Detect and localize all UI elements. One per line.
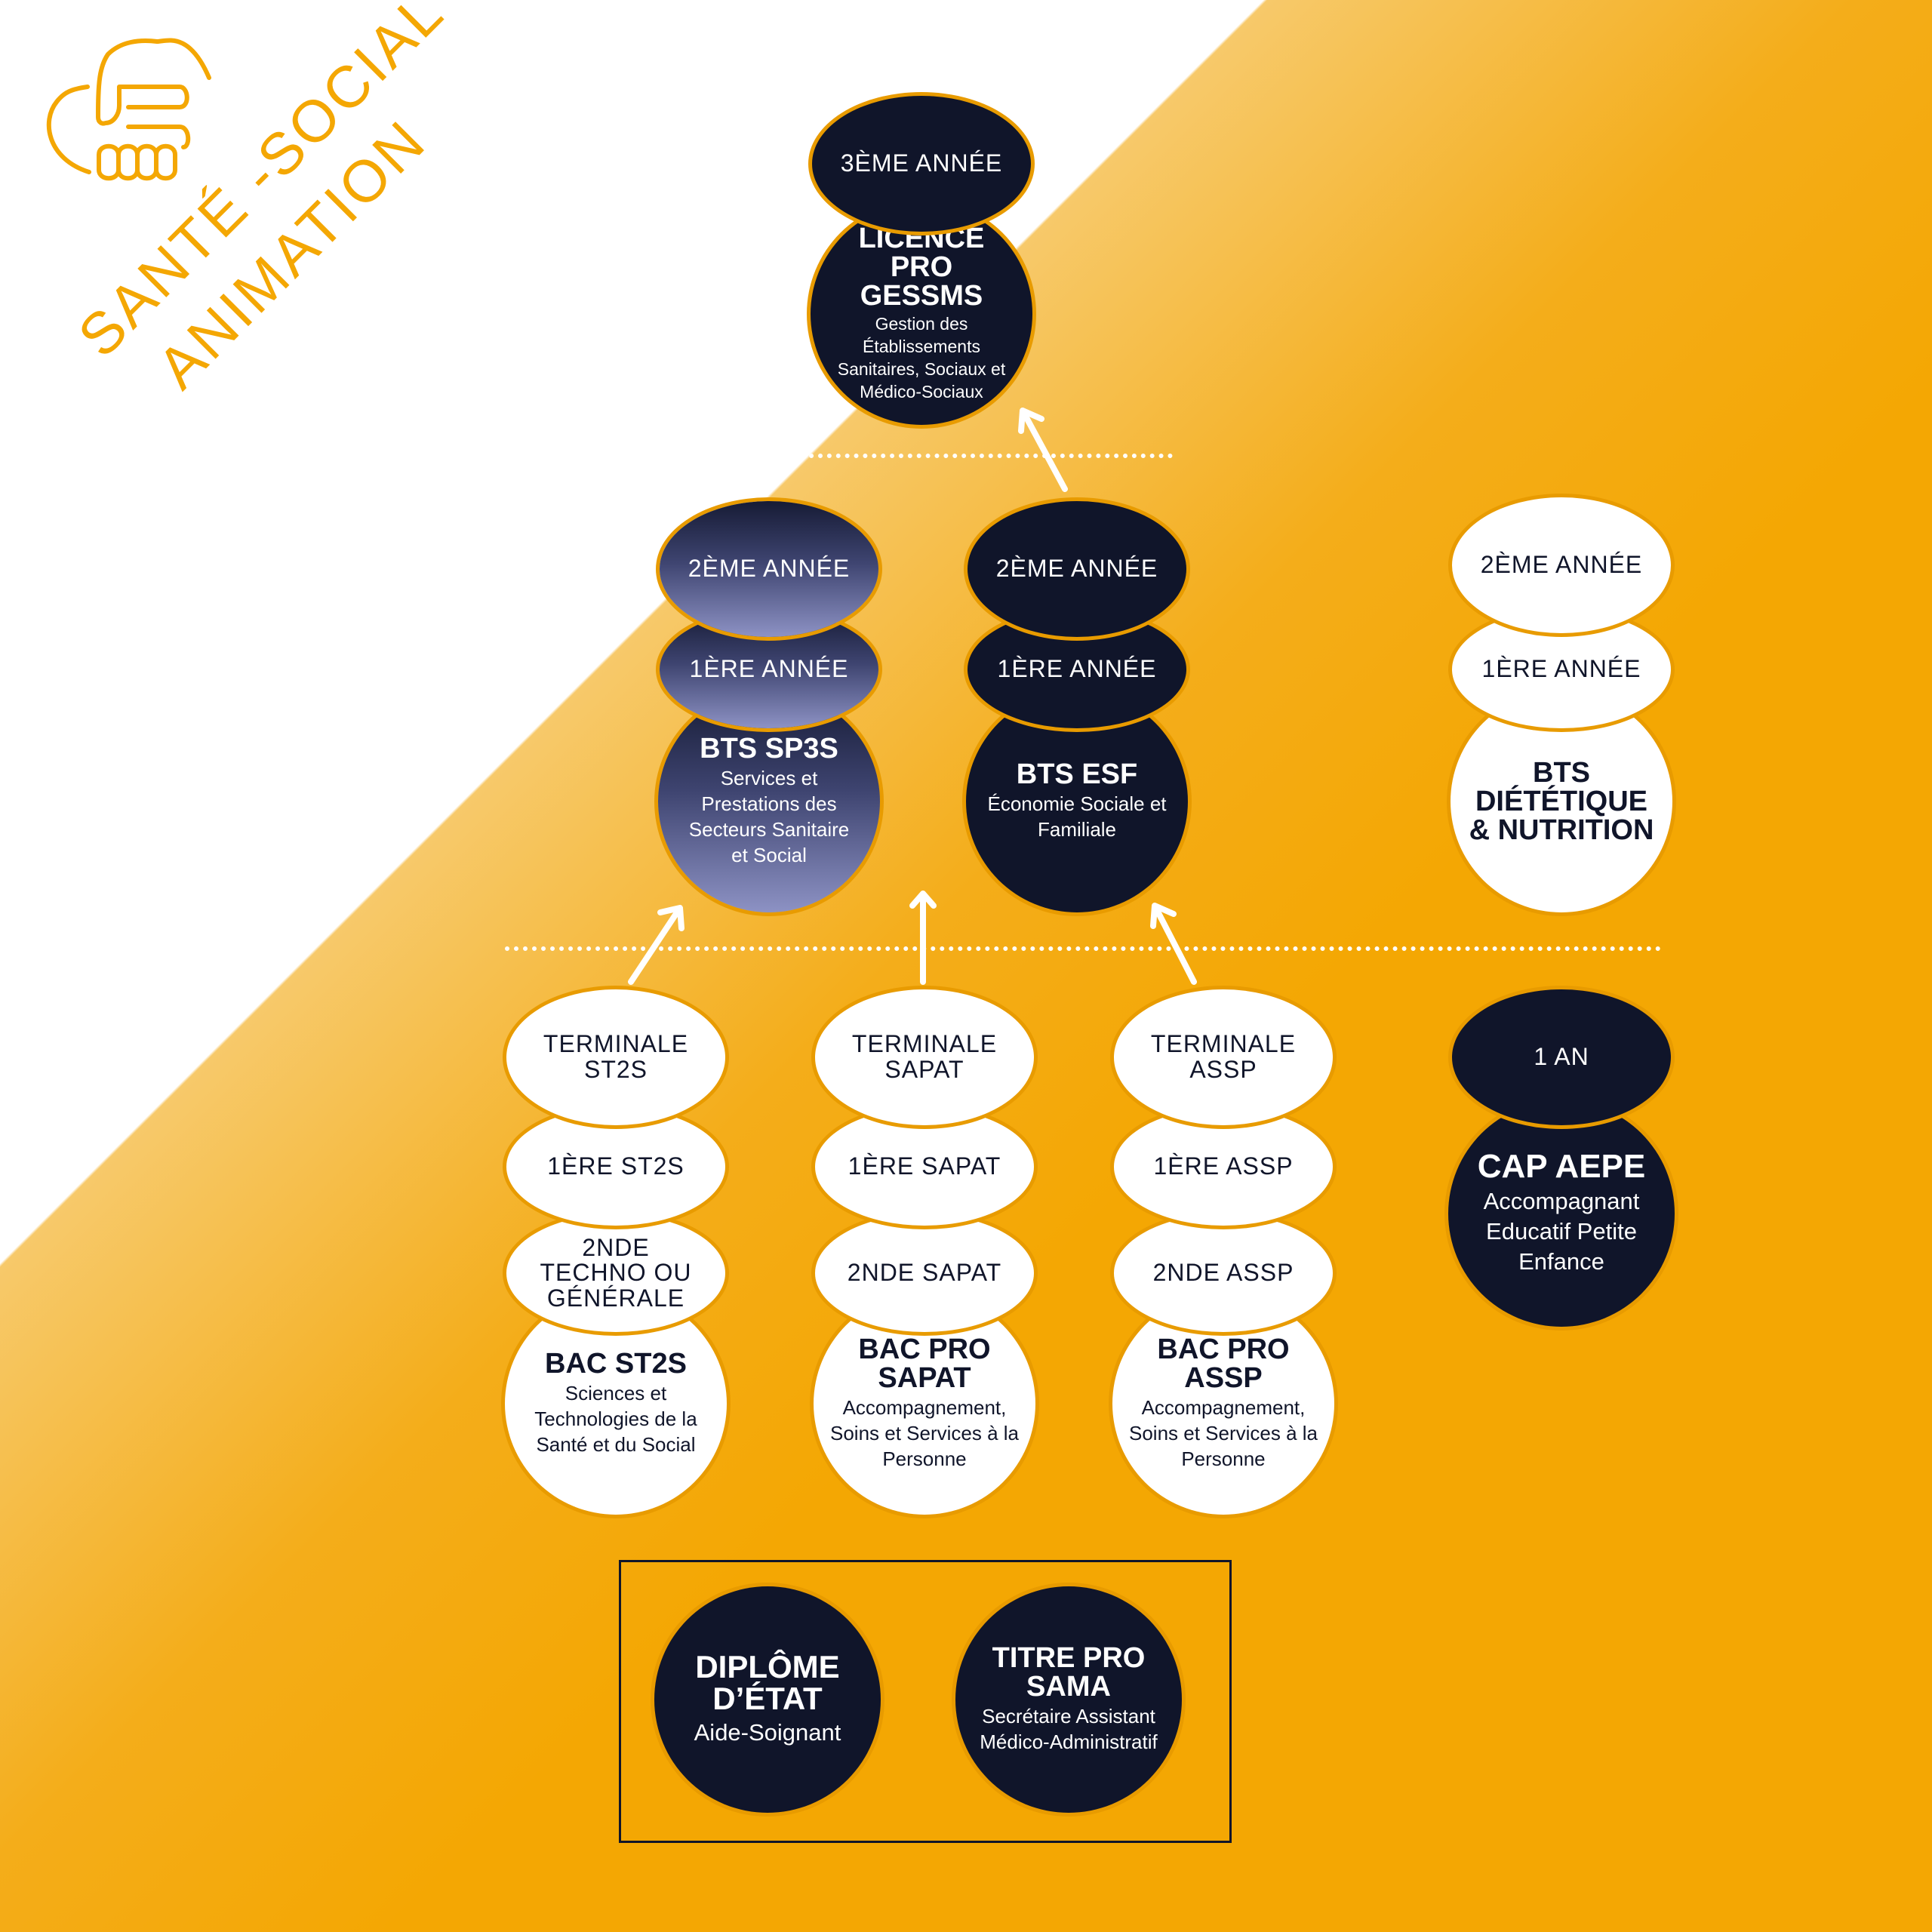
other-diplomas-box [619, 1560, 1232, 1843]
bts-year2-label: 2ÈME ANNÉE [995, 555, 1158, 583]
bts-circle-description: Services et Prestations des Secteurs San… [688, 767, 850, 866]
bac-terminale-label: TERMINALE ASSP [1150, 1030, 1297, 1083]
bac-seconde-label: 2NDE TECHNO OU GÉNÉRALE [540, 1233, 692, 1312]
cap-circle-description: Accompagnant Educatif Petite Enfance [1483, 1187, 1640, 1275]
divider-dotted [666, 454, 1173, 458]
divider-dotted [505, 946, 1661, 951]
titre-pro-circle-description: Secrétaire Assistant Médico-Administrati… [980, 1705, 1158, 1753]
licence-circle-description: Gestion des Établissements Sanitaires, S… [837, 314, 1006, 401]
bac-terminale: TERMINALE SAPAT [815, 989, 1034, 1125]
bts-year2: 2ÈME ANNÉE [1452, 497, 1671, 633]
arrow-up-left [1150, 903, 1197, 985]
arrows [628, 408, 1197, 985]
bts-year2: 2ÈME ANNÉE [968, 501, 1186, 637]
arrow-up-left [1018, 408, 1068, 492]
arrow-up [909, 891, 937, 985]
cap-circle-title: CAP AEPE [1477, 1147, 1646, 1185]
bts-year1-label: 1ÈRE ANNÉE [997, 655, 1157, 683]
bts-year2-label: 2ÈME ANNÉE [688, 555, 851, 583]
bac-terminale-label: TERMINALE ST2S [543, 1030, 689, 1083]
bac-premiere-label: 1ÈRE ST2S [547, 1152, 685, 1180]
diplome-etat-circle-title: DIPLÔME D’ÉTAT [695, 1648, 840, 1716]
arrow-up-right [764, 410, 820, 490]
bac-premiere: 1ÈRE ST2S [506, 1108, 725, 1226]
bac-seconde: 2NDE ASSP [1114, 1214, 1333, 1332]
bac-premiere-label: 1ÈRE ASSP [1153, 1152, 1294, 1180]
licence-year3-label: 3ÈME ANNÉE [840, 149, 1003, 177]
diplome-etat-circle-description: Aide-Soignant [694, 1718, 841, 1746]
bac-seconde-label: 2NDE ASSP [1152, 1259, 1294, 1287]
bts-circle-title: BTS ESF [1016, 758, 1138, 791]
bts-circle-title: BTS SP3S [700, 733, 838, 765]
bac-seconde-label: 2NDE SAPAT [847, 1259, 1002, 1287]
bac-premiere: 1ÈRE ASSP [1114, 1108, 1333, 1226]
bac-circle-title: BAC PRO SAPAT [858, 1334, 991, 1395]
bac-circle-description: Accompagnement, Soins et Services à la P… [1129, 1396, 1318, 1470]
bac-circle-description: Sciences et Technologies de la Santé et … [534, 1382, 697, 1456]
bac-seconde: 2NDE TECHNO OU GÉNÉRALE [506, 1214, 725, 1332]
bac-premiere-label: 1ÈRE SAPAT [848, 1152, 1001, 1180]
bts-year1-label: 1ÈRE ANNÉE [689, 655, 849, 683]
bac-circle-title: BAC ST2S [545, 1348, 687, 1380]
bac-circle-title: BAC PRO ASSP [1157, 1334, 1290, 1395]
bts-circle-description: Économie Sociale et Familiale [987, 792, 1167, 841]
bts-year2: 2ÈME ANNÉE [660, 501, 878, 637]
heart-hand-icon [46, 38, 211, 181]
arrow-up-right [628, 905, 685, 985]
bts-year2-label: 2ÈME ANNÉE [1480, 551, 1643, 579]
bts-circle-title: BTS DIÉTÉTIQUE & NUTRITION [1469, 757, 1654, 846]
bts-year1-label: 1ÈRE ANNÉE [1481, 655, 1641, 683]
bac-seconde: 2NDE SAPAT [815, 1214, 1034, 1332]
cap-year: 1 AN [1452, 989, 1671, 1125]
bac-terminale-label: TERMINALE SAPAT [851, 1030, 998, 1083]
bac-terminale: TERMINALE ST2S [506, 989, 725, 1125]
bac-premiere: 1ÈRE SAPAT [815, 1108, 1034, 1226]
titre-pro-circle-title: TITRE PRO SAMA [992, 1642, 1146, 1703]
bac-terminale: TERMINALE ASSP [1114, 989, 1333, 1125]
bac-circle-description: Accompagnement, Soins et Services à la P… [830, 1396, 1020, 1470]
cap-year-label: 1 AN [1534, 1043, 1589, 1071]
licence-year3: 3ÈME ANNÉE [812, 96, 1031, 232]
licence-circle-title: LICENCE PRO GESSMS [858, 223, 985, 312]
